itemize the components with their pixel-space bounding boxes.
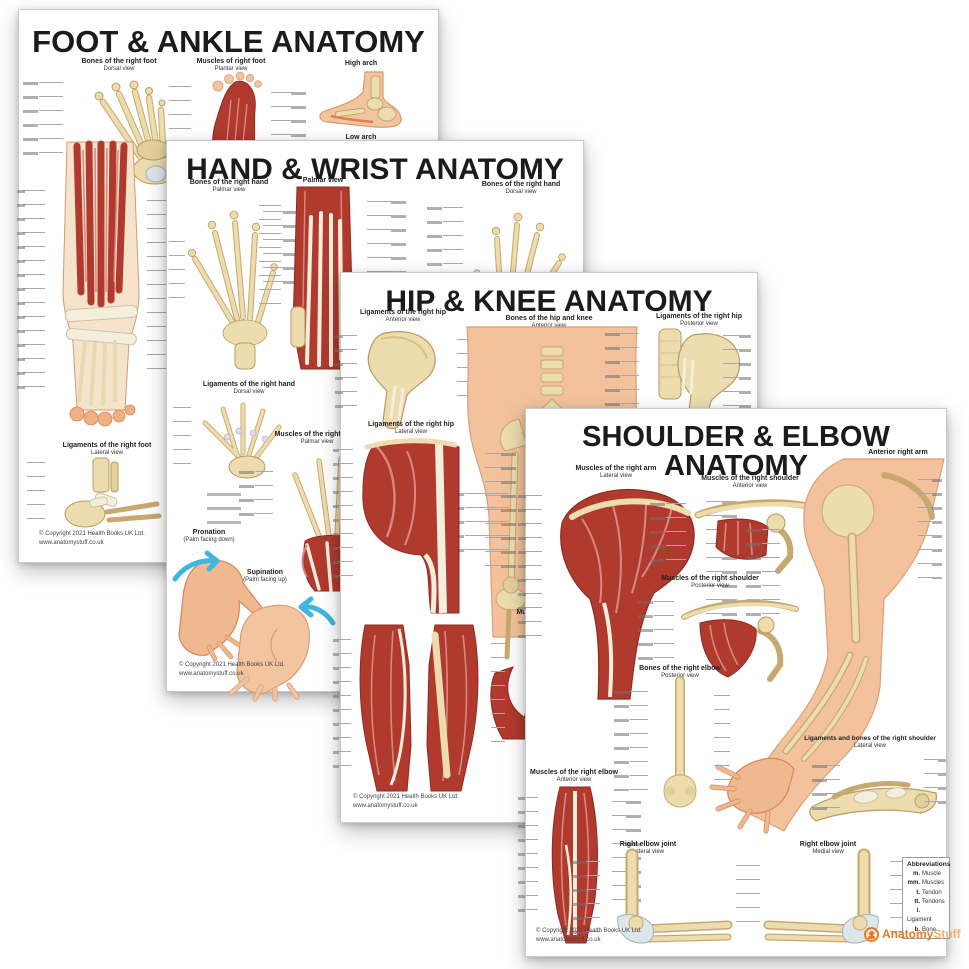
figure-caption-elbow-lateral: Right elbow joint Lateral view	[619, 841, 677, 856]
figure-caption-hip-knee-bones: Bones of the hip and knee Anterior view	[505, 315, 593, 330]
poster-shoulder-elbow: SHOULDER & ELBOW ANATOMY Muscles of the …	[518, 408, 961, 957]
figure-caption-supination: Supination (Palm facing up)	[243, 569, 287, 584]
copyright-text: © Copyright 2021 Health Books UK Ltd. ww…	[39, 531, 145, 546]
hand-bones-palmar-illustration	[187, 210, 278, 370]
figure-caption-pronation: Pronation (Palm facing down)	[183, 529, 235, 544]
foot-dorsal-muscles-illustration	[62, 140, 140, 427]
abbreviation-item: t.Tendon	[916, 889, 942, 896]
figure-caption-shoulder-muscles-posterior: Muscles of the right shoulder Posterior …	[661, 575, 759, 590]
supination-hand-illustration	[228, 596, 336, 702]
figure-caption-hand-ligaments-dorsal: Ligaments of the right hand Dorsal view	[202, 381, 296, 396]
abbreviation-item: l.Ligament	[907, 908, 932, 924]
shoulder-muscles-posterior-illustration	[681, 599, 799, 682]
figure-caption-hand-muscles-palmar: Muscles of the right hand Palmar view	[274, 431, 360, 446]
figure-caption-hand-bones-palmar: Bones of the right hand Palmar view	[189, 179, 269, 194]
figure-caption-foot-ligaments-lateral: Ligaments of the right foot Lateral view	[62, 442, 152, 457]
figure-caption-foot-bones-dorsal: Bones of the right foot Dorsal view	[81, 58, 157, 73]
figure-caption-hip-ligaments-lateral: Ligaments of the right hip Lateral view	[368, 421, 454, 436]
poster-title: HIP & KNEE ANATOMY	[385, 285, 713, 318]
figure-caption-elbow-muscles: Muscles of the right elbow Anterior view	[530, 769, 618, 784]
logo-text-stuff: Stuff	[933, 927, 961, 941]
foot-ligaments-lateral-illustration	[64, 457, 162, 528]
poster-title: FOOT & ANKLE ANATOMY	[32, 24, 425, 59]
hip-ligaments-anterior-illustration	[367, 331, 436, 430]
foot-bones-dorsal-illustration	[94, 80, 178, 185]
hip-muscles-lateral-illustration	[362, 438, 460, 614]
right-elbow-medial-illustration	[763, 848, 879, 944]
pronation-hand-illustration	[172, 550, 264, 662]
figure-caption-shoulder-muscles-anterior: Muscles of the right shoulder Anterior v…	[701, 475, 799, 490]
abbreviations-box: Abbreviations m.Muscle mm.Muscles t.Tend…	[902, 857, 951, 940]
poster-title: SHOULDER & ELBOW ANATOMY	[582, 421, 890, 482]
figure-caption-shoulder-ligaments: Ligaments and bones of the right shoulde…	[804, 735, 936, 749]
figure-caption-hip-ligaments-anterior: Ligaments of the right hip Anterior view	[360, 309, 446, 324]
elbow-bones-posterior-illustration	[663, 676, 697, 808]
copyright-text: © Copyright 2021 Health Books UK Ltd. ww…	[536, 928, 642, 943]
logo-text-anatomy: Anatomy	[882, 927, 934, 941]
poster-title: HAND & WRIST ANATOMY	[186, 153, 564, 186]
abbreviation-item: m.Muscle	[912, 871, 942, 877]
anatomystuff-logo: AnatomyStuff	[864, 925, 961, 943]
figure-caption-foot-muscles-plantar: Muscles of right foot Plantar view	[196, 58, 266, 73]
copyright-text: © Copyright 2021 Health Books UK Ltd. ww…	[179, 662, 285, 677]
thigh-muscles-anterior-illustration	[359, 624, 479, 792]
abbreviation-item: b.Bone	[914, 926, 937, 933]
figure-caption-low-arch: Low arch	[345, 134, 377, 141]
anatomystuff-logo-icon	[864, 926, 879, 942]
figure-caption-anterior-right-arm: Anterior right arm	[868, 449, 928, 456]
shoulder-ligaments-illustration	[809, 781, 937, 822]
hand-ligaments-dorsal-illustration	[202, 402, 282, 479]
figure-caption-hip-ligaments-posterior: Ligaments of the right hip Posterior vie…	[656, 313, 742, 328]
figure-caption-elbow-medial: Right elbow joint Medial view	[799, 841, 857, 856]
figure-caption-wrist-palmar: Palmar view	[302, 177, 344, 184]
figure-caption-high-arch: High arch	[344, 60, 378, 67]
abbreviation-item: mm.Muscles	[907, 880, 945, 887]
high-arch-illustration	[319, 71, 402, 128]
abbreviation-item: tt.Tendons	[914, 898, 945, 905]
figure-caption-arm-muscles-lateral: Muscles of the right arm Lateral view	[575, 465, 657, 480]
figure-caption-hand-bones-dorsal: Bones of the right hand Dorsal view	[481, 181, 561, 196]
right-elbow-lateral-illustration	[617, 848, 733, 944]
abbreviations-title: Abbreviations	[907, 861, 951, 868]
copyright-text: © Copyright 2021 Health Books UK Ltd. ww…	[353, 794, 459, 809]
